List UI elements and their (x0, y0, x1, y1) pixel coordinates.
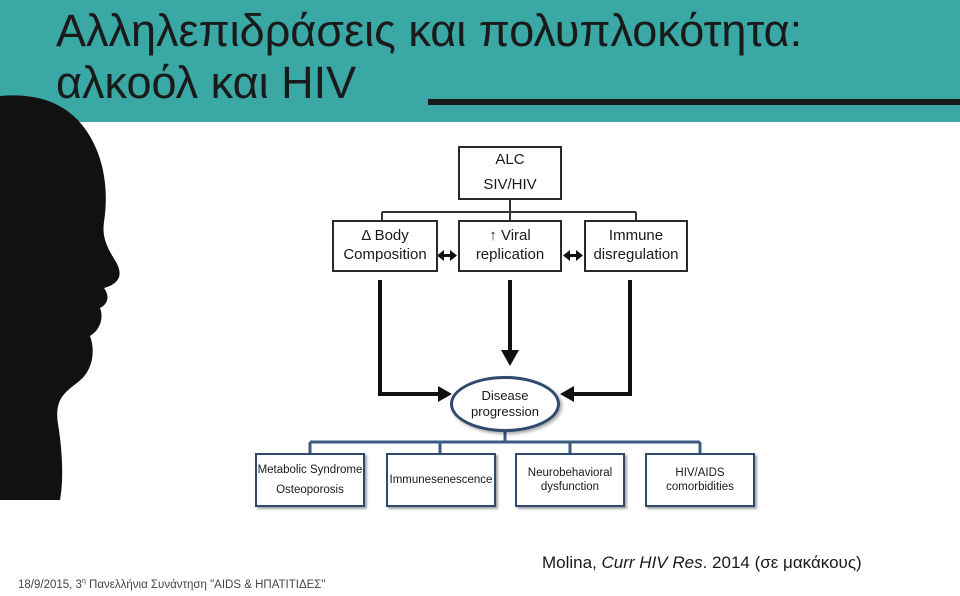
viral-replication-box: ↑ Viral replication (458, 220, 562, 272)
page-title-line-2: αλκοόλ και HIV (56, 57, 357, 108)
footer-date: 18/9/2015, 3 (18, 578, 82, 591)
body-composition-box: Δ Body Composition (332, 220, 438, 272)
siv-hiv-label: SIV/HIV (483, 176, 537, 194)
immune-disregulation-box: Immune disregulation (584, 220, 688, 272)
footer-superscript: η (81, 578, 86, 585)
immunesenescence-box: Immunesenescence (386, 453, 496, 507)
footer-event: Πανελλήνια Συνάντηση "AIDS & ΗΠΑΤΙΤΙΔΕΣ" (85, 578, 326, 591)
neurobehavioral-line-2: dysfunction (540, 481, 600, 493)
disease-line-2: progression (471, 404, 539, 419)
citation-rest: . 2014 (σε μακάκους) (702, 553, 862, 572)
double-arrow-right (563, 250, 583, 261)
viral-replication-line-2: replication (475, 246, 545, 263)
metabolic-line-2: Osteoporosis (276, 484, 344, 496)
alc-label: ALC (495, 151, 525, 169)
neurobehavioral-line-1: Neurobehavioral (527, 466, 613, 479)
hiv-aids-comorbidities-box: HIV/AIDS comorbidities (645, 453, 755, 507)
citation-author: Molina, (542, 553, 602, 572)
disease-progression-ellipse: Disease progression (450, 376, 560, 432)
title-underline (428, 99, 960, 105)
immune-disregulation-line-2: disregulation (593, 246, 679, 263)
viral-replication-line-1: ↑ Viral (489, 227, 531, 245)
neurobehavioral-box: Neurobehavioral dysfunction (515, 453, 625, 507)
citation-journal: Curr HIV Res (601, 553, 703, 572)
metabolic-syndrome-box: Metabolic Syndrome Osteoporosis (255, 453, 365, 507)
footer-text: 18/9/2015, 3η Πανελλήνια Συνάντηση "AIDS… (18, 578, 326, 591)
bottom-connector (308, 432, 702, 455)
disease-line-1: Disease (481, 388, 529, 404)
hiv-aids-line-1: HIV/AIDS (675, 466, 725, 479)
body-composition-line-2: Composition (343, 246, 427, 263)
top-connector (381, 200, 637, 220)
metabolic-line-1: Metabolic Syndrome (257, 463, 363, 476)
double-arrow-left (437, 250, 457, 261)
hiv-aids-line-2: comorbidities (666, 481, 734, 493)
citation: Molina, Curr HIV Res. 2014 (σε μακάκους) (542, 553, 862, 573)
arrowheads (438, 350, 574, 402)
immunesenescence-line-1: Immunesenescence (389, 473, 493, 486)
body-composition-line-1: Δ Body (361, 227, 409, 245)
immune-disregulation-line-1: Immune (608, 227, 664, 245)
arrows-to-outcome (378, 280, 632, 396)
alc-hiv-box: ALC SIV/HIV (458, 146, 562, 200)
page-title-line-1: Αλληλεπιδράσεις και πολυπλοκότητα: (56, 5, 803, 56)
